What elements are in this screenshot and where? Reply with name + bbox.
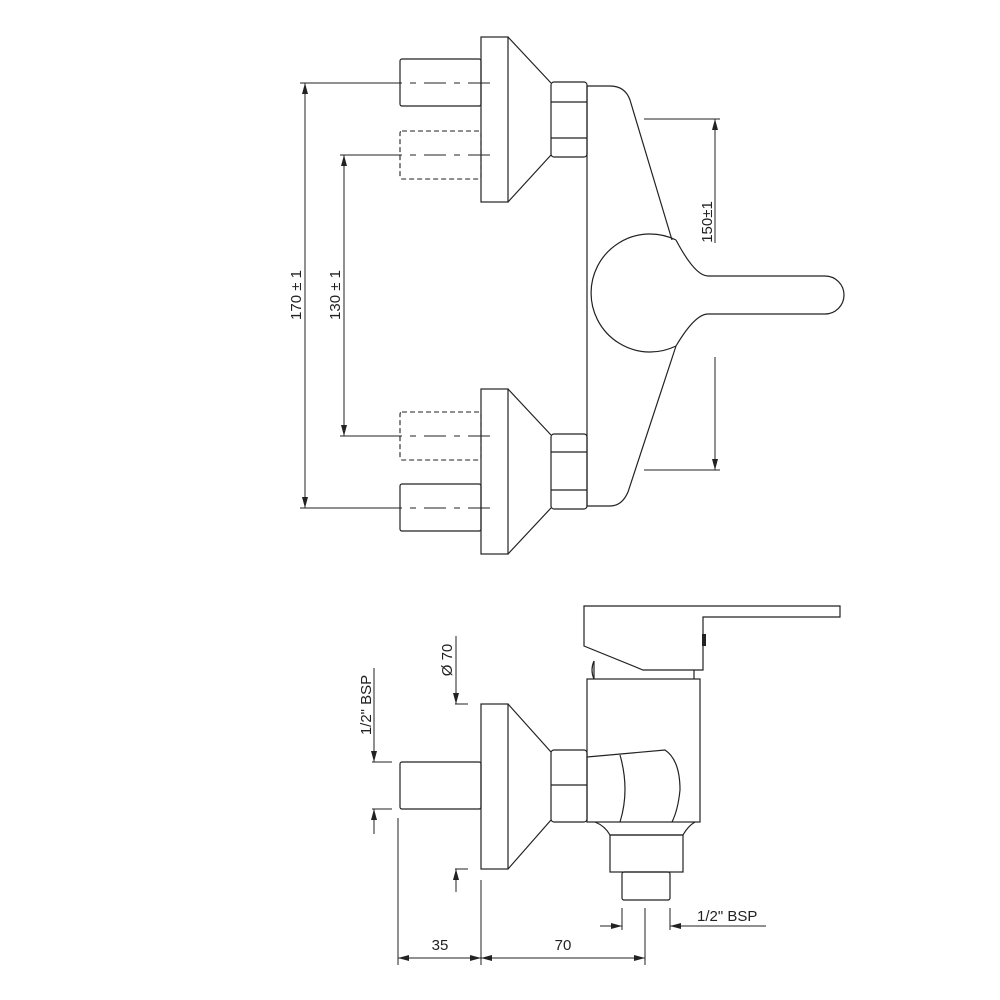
dim-170: 170 ± 1 xyxy=(288,270,305,320)
side-inlet-pipe xyxy=(399,761,482,810)
dim-inlet-bsp: 1/2" BSP xyxy=(358,675,375,735)
side-flange xyxy=(480,703,509,870)
side-outlet-thread xyxy=(621,871,671,901)
dim-outlet-bsp: 1/2" BSP xyxy=(697,908,757,925)
side-outlet-body xyxy=(609,834,684,873)
dim-130: 130 ± 1 xyxy=(327,270,344,320)
upper-flange xyxy=(480,36,509,203)
side-body xyxy=(586,678,701,823)
dim-150: 150±1 xyxy=(699,201,716,243)
lower-nut xyxy=(550,433,588,510)
lower-flange xyxy=(480,388,509,555)
dim-diameter-70: Ø 70 xyxy=(439,644,456,677)
side-view: Ø 70 1/2" BSP 1/2" BSP 35 70 xyxy=(358,605,841,965)
dim-70: 70 xyxy=(555,937,572,954)
lever-handle xyxy=(675,239,845,347)
side-lever xyxy=(583,605,841,671)
top-view: 170 ± 1 130 ± 1 150±1 xyxy=(288,36,845,555)
side-nut xyxy=(550,749,588,823)
upper-nut xyxy=(550,81,588,158)
lever-hub xyxy=(590,233,677,353)
dim-35: 35 xyxy=(432,937,449,954)
